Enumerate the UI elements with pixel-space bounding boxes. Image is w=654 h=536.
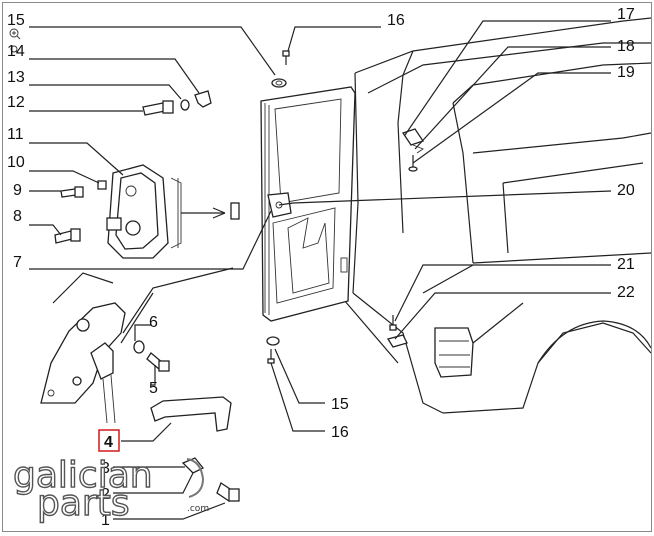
bolt-5 <box>146 352 170 372</box>
callout-9[interactable]: 9 <box>13 182 22 199</box>
washer-15-top <box>271 78 287 88</box>
washer-15-bottom <box>266 336 280 346</box>
callout-10[interactable]: 10 <box>7 154 25 171</box>
callout-21[interactable]: 21 <box>617 256 635 273</box>
callout-7[interactable]: 7 <box>13 254 22 271</box>
exploded-parts-diagram: 15 16 14 13 12 11 10 9 8 7 6 5 4 3 2 1 1… <box>7 6 651 529</box>
callout-6[interactable]: 6 <box>149 314 158 331</box>
watermark-logo: galician parts .com <box>12 454 209 524</box>
bolt-12 <box>142 100 174 116</box>
callout-16-bottom[interactable]: 16 <box>331 424 349 441</box>
door-handle-4 <box>150 396 232 432</box>
callout-15-bottom[interactable]: 15 <box>331 396 349 413</box>
highlight-box <box>98 429 120 452</box>
screw-16-bottom <box>267 349 275 364</box>
screw-19 <box>408 155 418 172</box>
leader-lines <box>29 20 612 520</box>
nut-10 <box>97 180 107 190</box>
magnifier-icon-small[interactable] <box>10 45 19 54</box>
lock-plate-assembly <box>106 164 240 259</box>
clip-14 <box>194 90 212 108</box>
callout-11[interactable]: 11 <box>7 126 24 143</box>
watermark-line2: parts <box>37 483 130 524</box>
clip-6 <box>133 340 145 354</box>
callout-20[interactable]: 20 <box>617 182 635 199</box>
screw-21 <box>389 315 397 331</box>
callout-18[interactable]: 18 <box>617 38 635 55</box>
screw-16-top <box>282 50 290 65</box>
rear-door-panel <box>260 86 356 322</box>
callout-2[interactable]: 2 <box>101 486 110 503</box>
callout-1[interactable]: 1 <box>101 512 110 529</box>
screw-9 <box>60 186 84 198</box>
magnifier-icon[interactable] <box>9 28 21 40</box>
watermark-line1: galician <box>13 455 153 496</box>
washer-13 <box>180 99 190 111</box>
callout-3[interactable]: 3 <box>101 460 110 477</box>
callout-15-top[interactable]: 15 <box>7 12 25 29</box>
watermark-swoosh <box>186 458 205 498</box>
vehicle-body-outline <box>337 17 651 414</box>
callout-8[interactable]: 8 <box>13 208 22 225</box>
spring-18 <box>412 144 424 154</box>
callout-13[interactable]: 13 <box>7 69 25 86</box>
callout-labels: 15 16 14 13 12 11 10 9 8 7 6 5 4 3 2 1 1… <box>7 6 635 529</box>
bolt-1 <box>216 482 240 502</box>
callout-12[interactable]: 12 <box>7 94 25 111</box>
callout-5[interactable]: 5 <box>149 380 158 397</box>
callout-4-highlighted[interactable]: 4 <box>104 434 113 451</box>
watermark-suffix: .com <box>187 504 209 514</box>
latch-assembly <box>40 267 234 424</box>
hinge-17 <box>401 128 425 146</box>
callout-14[interactable]: 14 <box>7 43 25 60</box>
bolt-8 <box>54 228 81 244</box>
callout-22[interactable]: 22 <box>617 284 635 301</box>
callout-19[interactable]: 19 <box>617 64 635 81</box>
callout-16-top[interactable]: 16 <box>387 12 405 29</box>
callout-17[interactable]: 17 <box>617 6 635 23</box>
